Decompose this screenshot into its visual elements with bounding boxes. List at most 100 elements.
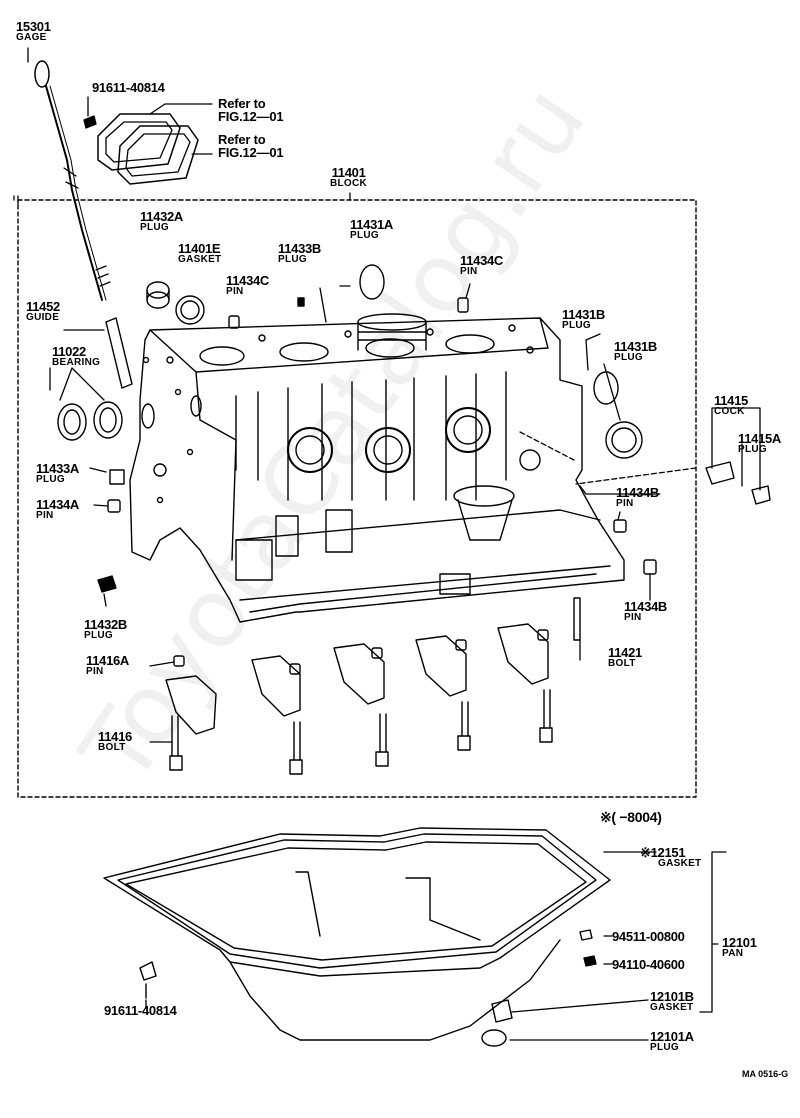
part-number: 11431B xyxy=(562,307,606,322)
part-number: 11401E xyxy=(178,241,221,256)
part-desc: PLUG xyxy=(738,444,767,455)
part-desc: PLUG xyxy=(278,254,307,265)
part-number: 11452 xyxy=(26,299,60,314)
part-desc: GASKET xyxy=(178,254,222,265)
part-desc: BOLT xyxy=(98,742,126,753)
part-number: 11431B xyxy=(614,339,658,354)
part-desc: PIN xyxy=(36,510,54,521)
part-desc: PIN xyxy=(460,266,478,277)
part-desc: PAN xyxy=(722,948,744,959)
applicability-note: ※( −8004) xyxy=(600,809,662,825)
part-number: 91611-40814 xyxy=(92,80,165,95)
part-desc: GASKET xyxy=(658,858,702,869)
part-desc: PIN xyxy=(616,498,634,509)
label-94110: 94110-40600 xyxy=(612,958,685,971)
part-number: 91611-40814 xyxy=(104,1003,177,1018)
part-number: 11434A xyxy=(36,497,80,512)
part-desc: GAGE xyxy=(16,32,47,43)
part-number: 12101B xyxy=(650,989,694,1004)
oil-filler-gaskets xyxy=(97,113,199,185)
part-desc: BOLT xyxy=(608,658,636,669)
part-desc: PIN xyxy=(86,666,104,677)
part-number: 11431A xyxy=(350,217,394,232)
block-bracket xyxy=(13,195,19,205)
assembly-frame xyxy=(17,199,697,798)
part-number: 12101 xyxy=(722,935,757,950)
part-desc: BLOCK xyxy=(330,178,368,189)
dipstick-gage xyxy=(34,60,111,301)
part-desc: GASKET xyxy=(650,1002,694,1013)
part-number: 94511-00800 xyxy=(612,929,685,944)
label-8004-note: ※( −8004) xyxy=(600,810,662,824)
part-number: 11022 xyxy=(52,344,86,359)
part-number: 11434B xyxy=(616,485,660,500)
part-desc: BEARING xyxy=(52,357,101,368)
part-number: 11434C xyxy=(460,253,504,268)
small-parts-upper xyxy=(97,264,771,593)
guide-and-bearings xyxy=(57,317,133,441)
refer-text: Refer to xyxy=(218,132,266,147)
part-number: 12101A xyxy=(650,1029,694,1044)
part-number: 11433B xyxy=(278,241,322,256)
part-number: 11433A xyxy=(36,461,80,476)
part-number: 11432B xyxy=(84,617,128,632)
part-number: 11432A xyxy=(140,209,184,224)
part-number: 11415A xyxy=(738,431,782,446)
part-number: 11434B xyxy=(624,599,668,614)
part-desc: PLUG xyxy=(36,474,65,485)
refer-fig: FIG.12—01 xyxy=(218,145,284,160)
label-91611-top: 91611-40814 xyxy=(92,81,165,94)
oil-pan xyxy=(103,827,611,1047)
part-number: 11416 xyxy=(98,729,132,744)
part-number: 94110-40600 xyxy=(612,957,685,972)
part-desc: PLUG xyxy=(562,320,591,331)
part-desc: PLUG xyxy=(84,630,113,641)
part-number: 15301 xyxy=(16,19,51,34)
main-bearing-caps xyxy=(165,597,581,775)
figure-code: MA 0516-G xyxy=(742,1069,789,1079)
part-desc: COCK xyxy=(714,406,745,417)
part-number: 11401 xyxy=(331,165,366,180)
part-number: 11434C xyxy=(226,273,270,288)
label-94511: 94511-00800 xyxy=(612,930,685,943)
part-number: 11421 xyxy=(608,645,642,660)
part-desc: PLUG xyxy=(650,1042,679,1053)
part-desc: PLUG xyxy=(350,230,379,241)
part-number: ※12151 xyxy=(640,845,686,860)
part-desc: PIN xyxy=(624,612,642,623)
part-desc: PLUG xyxy=(614,352,643,363)
part-desc: PLUG xyxy=(140,222,169,233)
part-desc: GUIDE xyxy=(26,312,60,323)
part-number: 11416A xyxy=(86,653,130,668)
part-number: 11415 xyxy=(714,393,748,408)
refer-fig: FIG.12—01 xyxy=(218,109,284,124)
part-desc: PIN xyxy=(226,286,244,297)
